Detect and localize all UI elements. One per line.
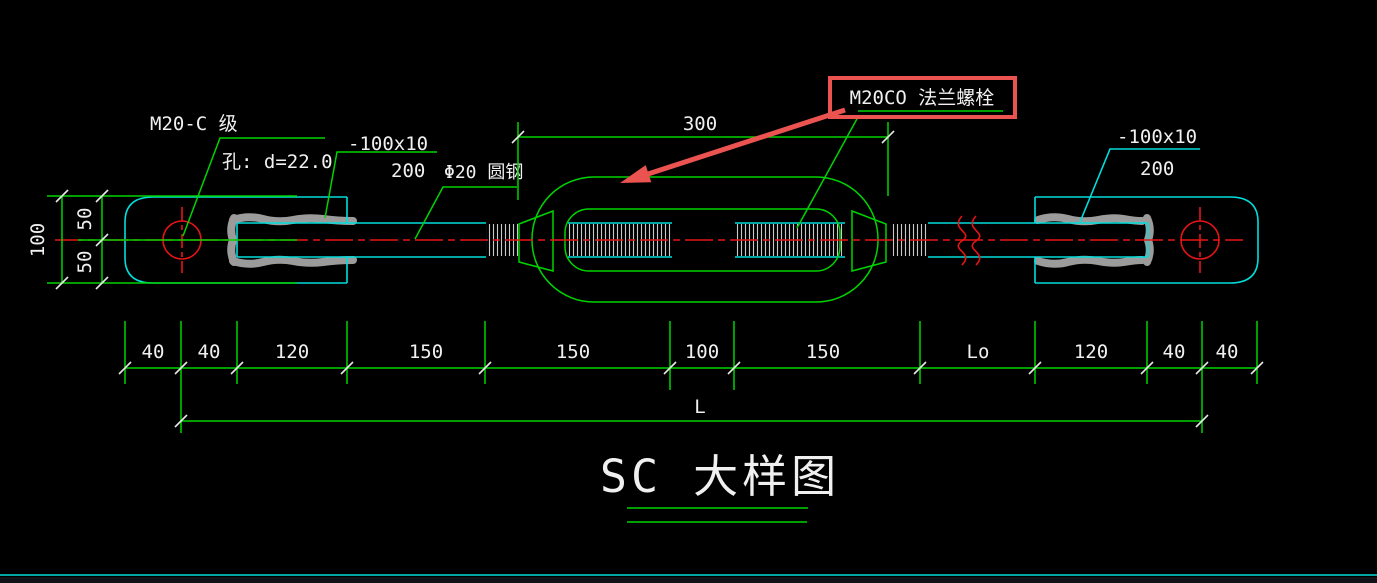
bolt-hole-right bbox=[1180, 220, 1220, 260]
bolt-grade-label: M20-C 级 bbox=[150, 113, 238, 135]
left-plate-label-group: -100x10 200 bbox=[324, 133, 437, 219]
bolt-grade-label-group: M20-C 级 孔: d=22.0 bbox=[150, 113, 333, 237]
drawing-title-group: SC 大样图 bbox=[600, 450, 840, 523]
dim-chain-4: 150 bbox=[556, 341, 590, 363]
height-dimension-group: 100 50 50 bbox=[27, 189, 297, 290]
rod-spec-label-group: Φ20 圆钢 bbox=[414, 162, 523, 240]
dim-chain-2: 120 bbox=[275, 341, 309, 363]
dim-chain-8: 120 bbox=[1074, 341, 1108, 363]
dim-chain-9: 40 bbox=[1163, 341, 1186, 363]
dim-height-upper: 50 bbox=[74, 208, 96, 231]
right-plate-len-label: 200 bbox=[1140, 158, 1174, 180]
dim-height-total: 100 bbox=[27, 223, 49, 257]
dim-chain-5: 100 bbox=[685, 341, 719, 363]
hole-note-label: 孔: d=22.0 bbox=[222, 151, 333, 173]
callout-arrow-shaft bbox=[647, 107, 846, 177]
sheet-margin-bottom bbox=[0, 577, 1377, 583]
overall-length-dimension: L bbox=[174, 396, 1209, 428]
turnbuckle-nut-left bbox=[518, 209, 554, 272]
turnbuckle-nut-right bbox=[851, 209, 887, 272]
drawing-title: SC 大样图 bbox=[600, 450, 840, 503]
callout-arrow-head bbox=[620, 165, 652, 183]
callout-group: M20CO 法兰螺栓 bbox=[620, 76, 1017, 229]
right-plate-outline bbox=[1034, 196, 1259, 284]
left-plate-len-label: 200 bbox=[391, 160, 425, 182]
dim-chain-0: 40 bbox=[142, 341, 165, 363]
dim-chain-10: 40 bbox=[1216, 341, 1239, 363]
callout-highlight-box bbox=[828, 76, 1017, 119]
dim-chain-1: 40 bbox=[198, 341, 221, 363]
body-length-dimension: 300 bbox=[511, 113, 895, 200]
body-length-label: 300 bbox=[683, 113, 717, 135]
dim-chain-7: Lo bbox=[967, 341, 990, 363]
dim-chain-3: 150 bbox=[409, 341, 443, 363]
right-plate-label-group: -100x10 200 bbox=[1079, 126, 1200, 223]
dim-chain-6: 150 bbox=[806, 341, 840, 363]
left-plate-size-label: -100x10 bbox=[348, 133, 428, 155]
dim-height-lower: 50 bbox=[74, 251, 96, 274]
right-plate-size-label: -100x10 bbox=[1117, 126, 1197, 148]
overall-length-label: L bbox=[694, 396, 705, 418]
rod-break-symbol bbox=[957, 215, 981, 266]
callout-label: M20CO 法兰螺栓 bbox=[850, 87, 995, 109]
rod-spec-label: Φ20 圆钢 bbox=[444, 162, 523, 183]
dimension-chain-group: 40 40 120 150 150 100 150 Lo 120 40 40 bbox=[118, 321, 1264, 433]
